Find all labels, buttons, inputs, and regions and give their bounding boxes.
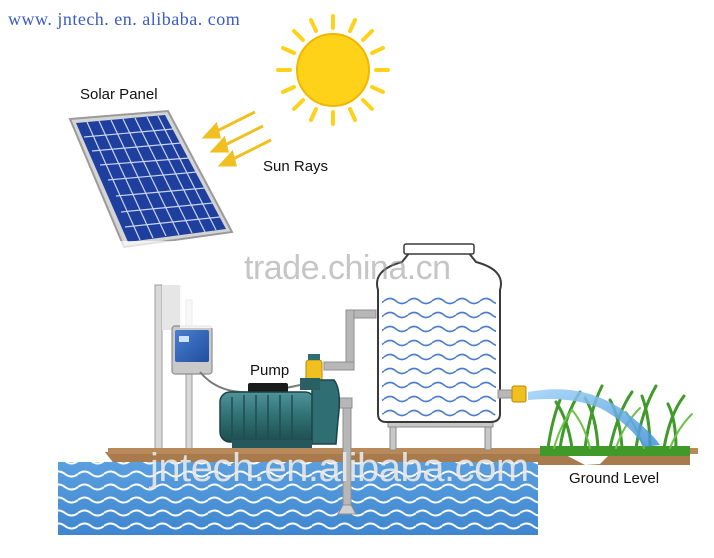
site-url: www. jntech. en. alibaba. com — [8, 9, 241, 29]
sun-icon — [276, 14, 390, 126]
controller-box — [171, 325, 301, 394]
foot-valve — [337, 504, 357, 515]
overlay-box — [115, 241, 200, 263]
tank-outlet-valve — [511, 385, 527, 403]
label-solar-panel: Solar Panel — [80, 86, 158, 103]
watermark-bottom: jntech.en.alibaba.com — [150, 446, 529, 490]
water-well — [58, 462, 538, 535]
label-sun-rays: Sun Rays — [263, 158, 329, 175]
sun-rays-arrows — [201, 110, 272, 167]
pump — [219, 378, 341, 448]
label-pump: Pump — [250, 362, 290, 379]
valve-yellow — [305, 354, 323, 383]
label-ground-level: Ground Level — [569, 470, 660, 487]
watermark-middle: trade.china.cn — [244, 249, 451, 287]
solar-panel — [68, 109, 234, 249]
water-tank — [376, 243, 502, 451]
panel-pole — [154, 284, 163, 451]
pipes — [323, 309, 519, 506]
water-spray — [528, 389, 660, 447]
overlay-box — [180, 282, 316, 328]
pole-bracket — [162, 285, 182, 330]
